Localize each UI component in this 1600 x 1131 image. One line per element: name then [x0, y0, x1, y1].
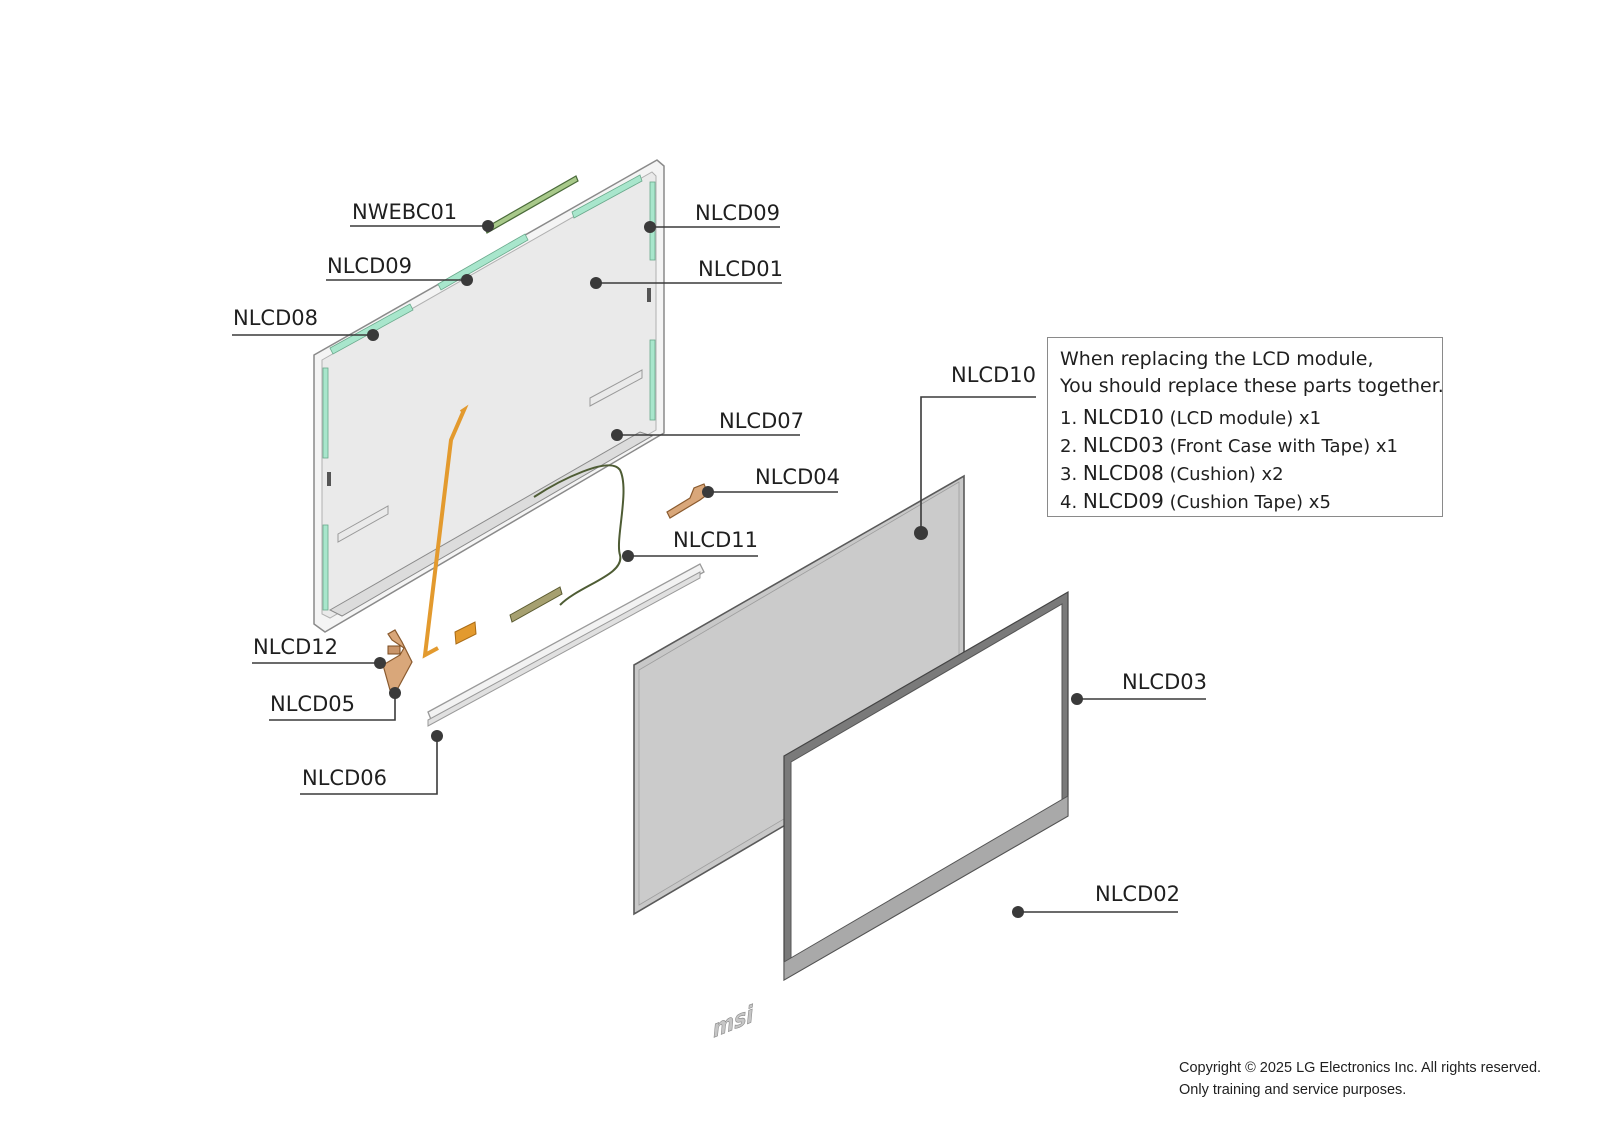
leader-line — [269, 693, 396, 721]
copyright-line-2: Only training and service purposes. — [1179, 1082, 1407, 1098]
callout-nlcd03: NLCD03 — [1071, 670, 1207, 705]
callout-label: NLCD12 — [253, 635, 338, 659]
callout-nlcd01: NLCD01 — [590, 257, 783, 289]
note-parts-list: 1. NLCD10 (LCD module) x1 2. NLCD03 (Fro… — [1060, 404, 1430, 516]
callout-dot — [914, 526, 928, 540]
antenna-cable — [533, 464, 625, 606]
callout-label: NLCD05 — [270, 692, 355, 716]
note-line-2: You should replace these parts together. — [1060, 375, 1444, 397]
callout-dot — [702, 486, 714, 498]
callout-label: NLCD03 — [1122, 670, 1207, 694]
callout-dot — [1071, 693, 1083, 705]
copyright-line-1: Copyright © 2025 LG Electronics Inc. All… — [1179, 1060, 1542, 1076]
callout-label: NLCD08 — [233, 306, 318, 330]
back-cover-label-2 — [337, 505, 389, 543]
callout-dot — [482, 220, 494, 232]
callout-nlcd02: NLCD02 — [1012, 882, 1180, 918]
cushion-tape-left-upper — [322, 367, 329, 459]
note-item: 1. NLCD10 (LCD module) x1 — [1060, 404, 1430, 432]
back-cover-clip-2 — [327, 472, 331, 486]
note-item-desc: (LCD module) x1 — [1169, 408, 1322, 429]
leader-line — [920, 396, 1036, 533]
callout-label: NLCD02 — [1095, 882, 1180, 906]
replacement-note: When replacing the LCD module, You shoul… — [1047, 337, 1444, 517]
callout-label: NLCD01 — [698, 257, 783, 281]
logo-badge: msi — [712, 1001, 754, 1044]
callout-nlcd10: NLCD10 — [914, 363, 1036, 540]
back-cover-assembly — [313, 159, 665, 633]
callout-label: NLCD09 — [695, 201, 780, 225]
front-bezel-chin — [783, 795, 1069, 981]
callout-nlcd11: NLCD11 — [622, 528, 758, 562]
callout-dot — [431, 730, 443, 742]
note-item: 2. NLCD03 (Front Case with Tape) x1 — [1060, 432, 1430, 460]
note-item-desc: (Cushion Tape) x5 — [1169, 492, 1331, 513]
note-item: 3. NLCD08 (Cushion) x2 — [1060, 460, 1430, 488]
back-cover-bottom-rail — [328, 431, 654, 617]
callout-label: NLCD06 — [302, 766, 387, 790]
cushion-tape-top-mid — [437, 233, 529, 291]
note-item-desc: (Cushion) x2 — [1169, 464, 1284, 485]
callout-dot — [622, 550, 634, 562]
note-item-code: NLCD09 — [1082, 489, 1164, 513]
back-cover-label-1 — [589, 369, 643, 407]
callout-label: NLCD04 — [755, 465, 840, 489]
cushion-tape-right-lower — [649, 339, 656, 421]
note-line-1: When replacing the LCD module, — [1060, 348, 1374, 370]
callout-nlcd07: NLCD07 — [611, 409, 804, 441]
callout-label: NLCD07 — [719, 409, 804, 433]
hinge-cover-bar-edge — [427, 571, 701, 727]
callout-dot — [611, 429, 623, 441]
front-bezel — [783, 590, 1069, 982]
note-item: 4. NLCD09 (Cushion Tape) x5 — [1060, 488, 1430, 516]
callout-dot — [374, 657, 386, 669]
note-item-code: NLCD08 — [1082, 461, 1164, 485]
callout-nlcd05: NLCD05 — [269, 687, 401, 721]
callout-nwebc01: NWEBC01 — [350, 200, 494, 232]
callout-nlcd06: NLCD06 — [300, 730, 443, 795]
note-item-number: 2. — [1060, 436, 1078, 457]
callout-nlcd08: NLCD08 — [232, 306, 379, 341]
note-item-number: 4. — [1060, 492, 1078, 513]
fpc-connector — [454, 621, 477, 645]
callout-nlcd04: NLCD04 — [702, 465, 840, 498]
note-item-code: NLCD10 — [1082, 405, 1164, 429]
callout-dot — [389, 687, 401, 699]
cushion-tape-top-right — [571, 174, 643, 219]
callout-nlcd12: NLCD12 — [252, 635, 386, 669]
leader-line — [300, 736, 438, 795]
callout-label: NWEBC01 — [352, 200, 457, 224]
callout-dot — [367, 329, 379, 341]
hinge-right — [666, 483, 709, 519]
hinge-left — [382, 629, 413, 691]
callout-dot — [590, 277, 602, 289]
copyright-notice: Copyright © 2025 LG Electronics Inc. All… — [1179, 1057, 1541, 1101]
back-cover-inner — [321, 171, 657, 619]
callout-nlcd09-top: NLCD09 — [644, 201, 780, 233]
antenna-module — [509, 586, 563, 623]
note-item-number: 3. — [1060, 464, 1078, 485]
callout-dot — [461, 274, 473, 286]
cushion-tape-right-upper — [649, 181, 656, 261]
note-item-desc: (Front Case with Tape) x1 — [1169, 436, 1398, 457]
cushion-tape-left-lower — [322, 524, 329, 611]
callout-dot — [1012, 906, 1024, 918]
back-cover-clip-1 — [647, 288, 651, 302]
cushion-tape-top-left — [329, 303, 414, 355]
fpc-cable — [422, 404, 469, 659]
note-item-number: 1. — [1060, 408, 1078, 429]
note-item-code: NLCD03 — [1082, 433, 1164, 457]
callout-label: NLCD11 — [673, 528, 758, 552]
callout-nlcd09-left: NLCD09 — [326, 254, 473, 286]
callout-label: NLCD09 — [327, 254, 412, 278]
hinge-bracket-left — [387, 645, 401, 655]
callout-dot — [644, 221, 656, 233]
callout-label: NLCD10 — [951, 363, 1036, 387]
